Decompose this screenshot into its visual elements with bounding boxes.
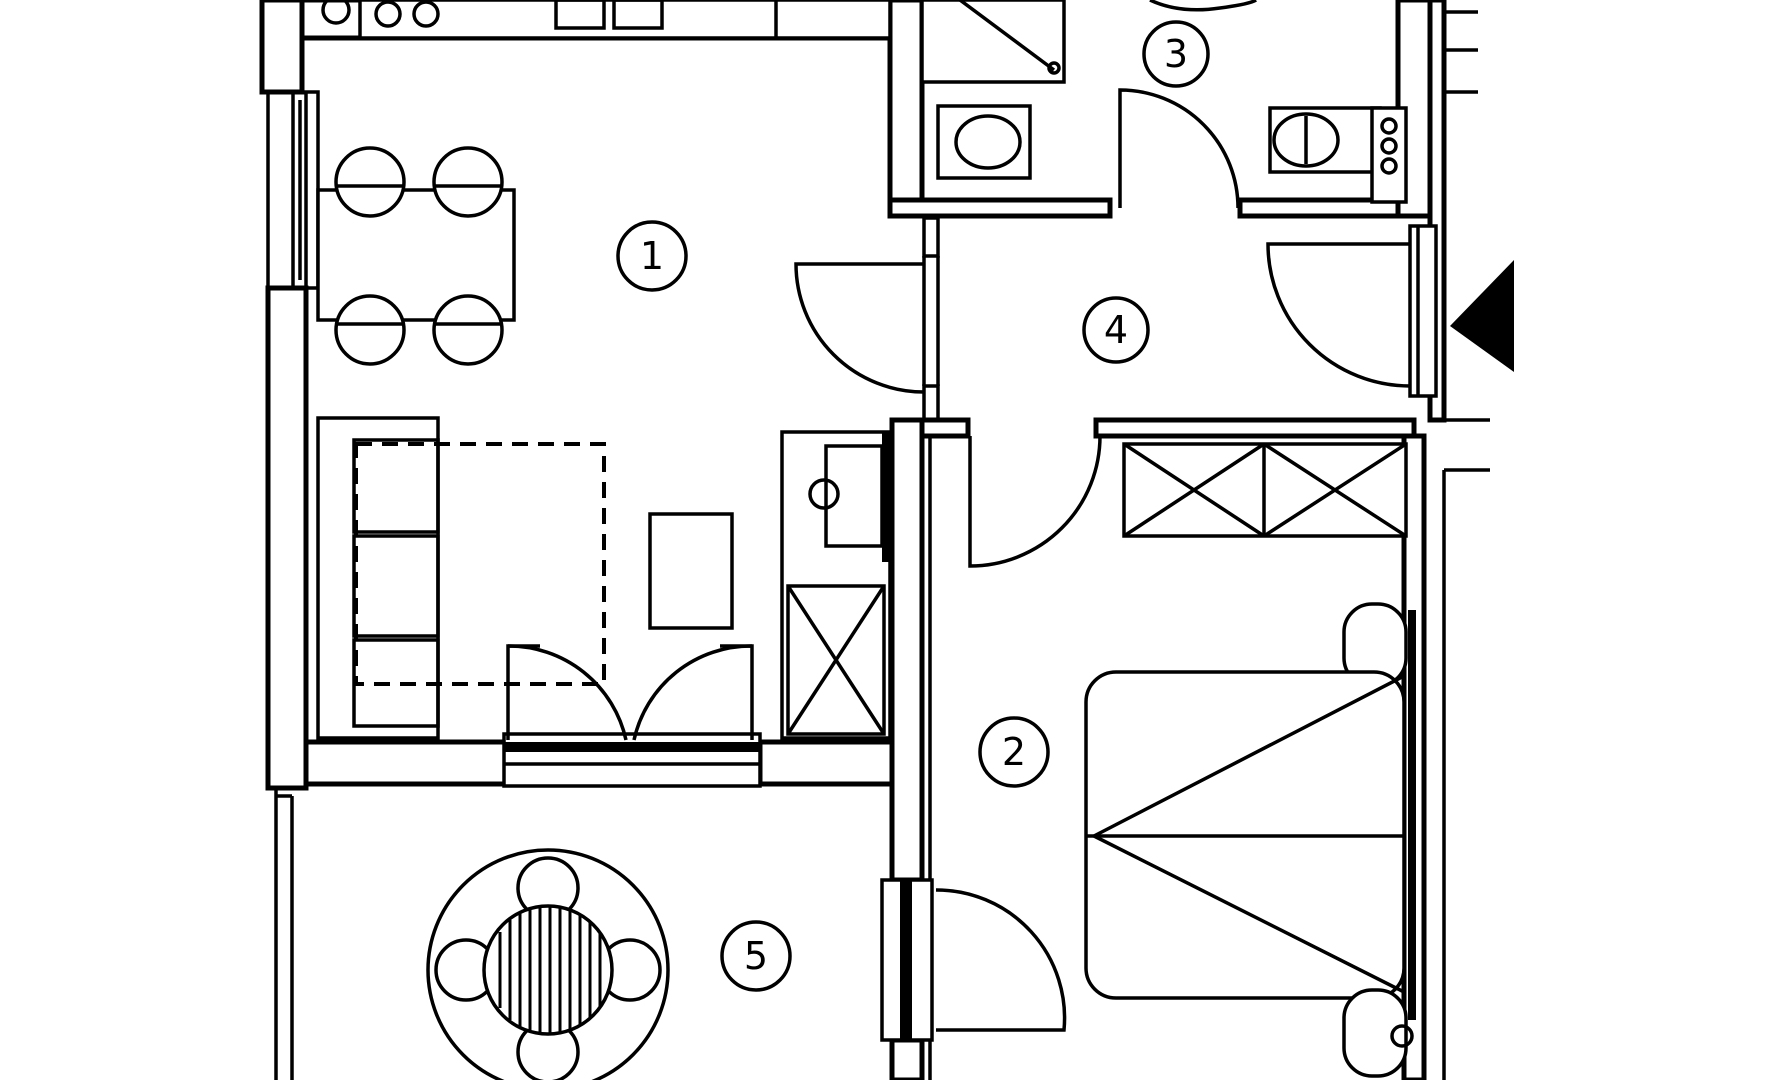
- double-bed: [1084, 670, 1406, 1000]
- kitchen-counter: [321, 0, 892, 40]
- dining-chair: [334, 294, 406, 366]
- dining-table: [316, 146, 516, 366]
- room-label-2: 2: [978, 716, 1050, 788]
- room-number: 3: [1164, 32, 1188, 76]
- room-number: 4: [1104, 308, 1128, 352]
- room-label-4: 4: [1082, 296, 1150, 364]
- dining-chair: [432, 294, 504, 366]
- room-number: 5: [744, 934, 768, 978]
- cabinet: [780, 430, 892, 740]
- balcony-table-set: [426, 848, 670, 1080]
- room-number: 2: [1002, 730, 1026, 774]
- balcony-door-frame: [502, 732, 762, 788]
- room-label-1: 1: [616, 220, 688, 292]
- room-label-5: 5: [720, 920, 792, 992]
- wall-hall-south-right: [1093, 417, 1417, 439]
- dining-chair: [334, 146, 406, 218]
- rug: [354, 442, 606, 686]
- door-bedroom: [968, 435, 1102, 568]
- wall-room1-south-left: [303, 739, 509, 787]
- bathtub-top: [1149, 0, 1257, 12]
- wall-room1-south-right: [757, 739, 895, 787]
- nightstand: [1342, 988, 1414, 1078]
- wall-left-upper: [259, 0, 305, 95]
- dining-chair: [432, 146, 504, 218]
- toilet: [1268, 106, 1382, 174]
- washbasin: [936, 104, 1032, 180]
- room-number: 1: [640, 234, 664, 278]
- entrance-door-frame: [1408, 224, 1438, 398]
- room-label-3: 3: [1142, 20, 1210, 88]
- door-balcony-double: [506, 644, 754, 741]
- wall-bedroom-west-lower: [889, 1037, 925, 1080]
- coffee-table: [648, 512, 734, 630]
- bedroom-window: [1408, 610, 1416, 1020]
- wall-bedroom-west-upper: [889, 417, 925, 883]
- entrance-arrow-icon: [1450, 260, 1514, 372]
- wall-bathroom-west: [887, 0, 925, 219]
- shower: [920, 0, 1066, 84]
- wardrobe: [1122, 442, 1408, 538]
- wall-left-mid: [265, 285, 309, 791]
- washing-machine: [1370, 106, 1408, 204]
- sofa: [316, 416, 440, 740]
- door-entrance: [1266, 242, 1411, 388]
- door-room1-hall: [794, 262, 925, 394]
- door-bathroom: [1118, 88, 1240, 209]
- door-bedroom-balcony: [935, 888, 1067, 1032]
- wall-bathroom-south-left: [887, 197, 1113, 219]
